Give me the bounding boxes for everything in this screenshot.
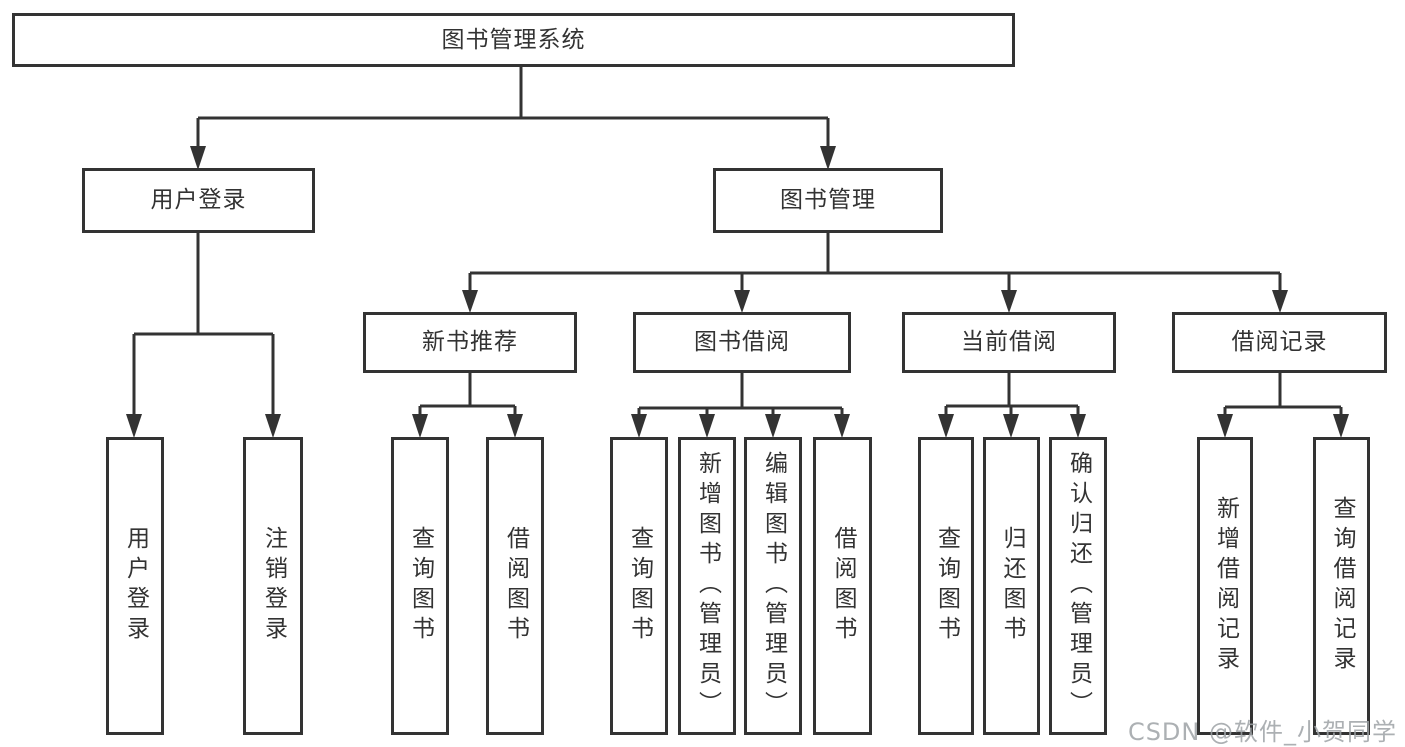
node-leaf-query-books-2-label: 查询图书 bbox=[626, 526, 653, 646]
node-new-book-recommend-label: 新书推荐 bbox=[422, 329, 518, 355]
node-leaf-borrow-books-2: 借阅图书 bbox=[813, 437, 872, 735]
node-leaf-logout: 注销登录 bbox=[243, 437, 303, 735]
node-book-borrowing: 图书借阅 bbox=[633, 312, 851, 373]
node-borrowing-records: 借阅记录 bbox=[1172, 312, 1387, 373]
arrowheads bbox=[126, 146, 1349, 438]
node-leaf-query-books-3: 查询图书 bbox=[918, 437, 974, 735]
node-book-management: 图书管理 bbox=[713, 168, 943, 233]
node-current-borrowing: 当前借阅 bbox=[902, 312, 1116, 373]
node-root-library-system: 图书管理系统 bbox=[12, 13, 1015, 67]
node-leaf-confirm-return-admin-label: 确认归还（管理员） bbox=[1065, 451, 1092, 721]
node-book-management-label: 图书管理 bbox=[780, 187, 876, 213]
connector-root-to-level2 bbox=[196, 67, 830, 148]
node-leaf-add-books-admin-label: 新增图书（管理员） bbox=[694, 451, 721, 721]
node-leaf-query-borrow-record-label: 查询借阅记录 bbox=[1329, 496, 1355, 676]
node-leaf-add-books-admin: 新增图书（管理员） bbox=[678, 437, 736, 735]
node-borrowing-records-label: 借阅记录 bbox=[1231, 329, 1328, 355]
node-leaf-query-books-3-label: 查询图书 bbox=[933, 526, 960, 646]
node-leaf-edit-books-admin-label: 编辑图书（管理员） bbox=[760, 451, 787, 721]
connector-bookborrow-to-children bbox=[637, 373, 844, 416]
connector-newbookrec-to-children bbox=[418, 373, 517, 416]
node-user-login-label: 用户登录 bbox=[150, 187, 247, 213]
node-leaf-user-login: 用户登录 bbox=[106, 437, 164, 735]
node-leaf-query-books-1: 查询图书 bbox=[391, 437, 449, 735]
node-leaf-user-login-label: 用户登录 bbox=[122, 526, 149, 646]
connector-borrowrecords-to-children bbox=[1223, 373, 1343, 416]
node-leaf-borrow-books-1-label: 借阅图书 bbox=[502, 526, 529, 646]
node-leaf-logout-label: 注销登录 bbox=[260, 526, 287, 646]
node-leaf-add-borrow-record-label: 新增借阅记录 bbox=[1212, 496, 1239, 676]
node-leaf-add-borrow-record: 新增借阅记录 bbox=[1197, 437, 1253, 735]
connector-userlogin-to-children bbox=[132, 233, 275, 416]
node-user-login: 用户登录 bbox=[82, 168, 315, 233]
node-book-borrowing-label: 图书借阅 bbox=[694, 329, 790, 355]
node-leaf-query-borrow-record: 查询借阅记录 bbox=[1313, 437, 1370, 735]
node-root-label: 图书管理系统 bbox=[441, 26, 586, 53]
connector-currentborrow-to-children bbox=[944, 373, 1080, 416]
node-new-book-recommend: 新书推荐 bbox=[363, 312, 577, 373]
node-current-borrowing-label: 当前借阅 bbox=[961, 329, 1057, 355]
node-leaf-confirm-return-admin: 确认归还（管理员） bbox=[1049, 437, 1107, 735]
csdn-watermark: CSDN @软件_小贺同学 bbox=[1127, 718, 1397, 746]
node-leaf-query-books-1-label: 查询图书 bbox=[407, 526, 434, 646]
node-leaf-return-books-label: 归还图书 bbox=[999, 526, 1025, 646]
node-leaf-edit-books-admin: 编辑图书（管理员） bbox=[744, 437, 802, 735]
node-leaf-borrow-books-1: 借阅图书 bbox=[486, 437, 544, 735]
node-leaf-query-books-2: 查询图书 bbox=[610, 437, 668, 735]
connector-bookmgmt-to-level3 bbox=[468, 233, 1282, 292]
node-leaf-borrow-books-2-label: 借阅图书 bbox=[830, 526, 856, 646]
node-leaf-return-books: 归还图书 bbox=[983, 437, 1040, 735]
